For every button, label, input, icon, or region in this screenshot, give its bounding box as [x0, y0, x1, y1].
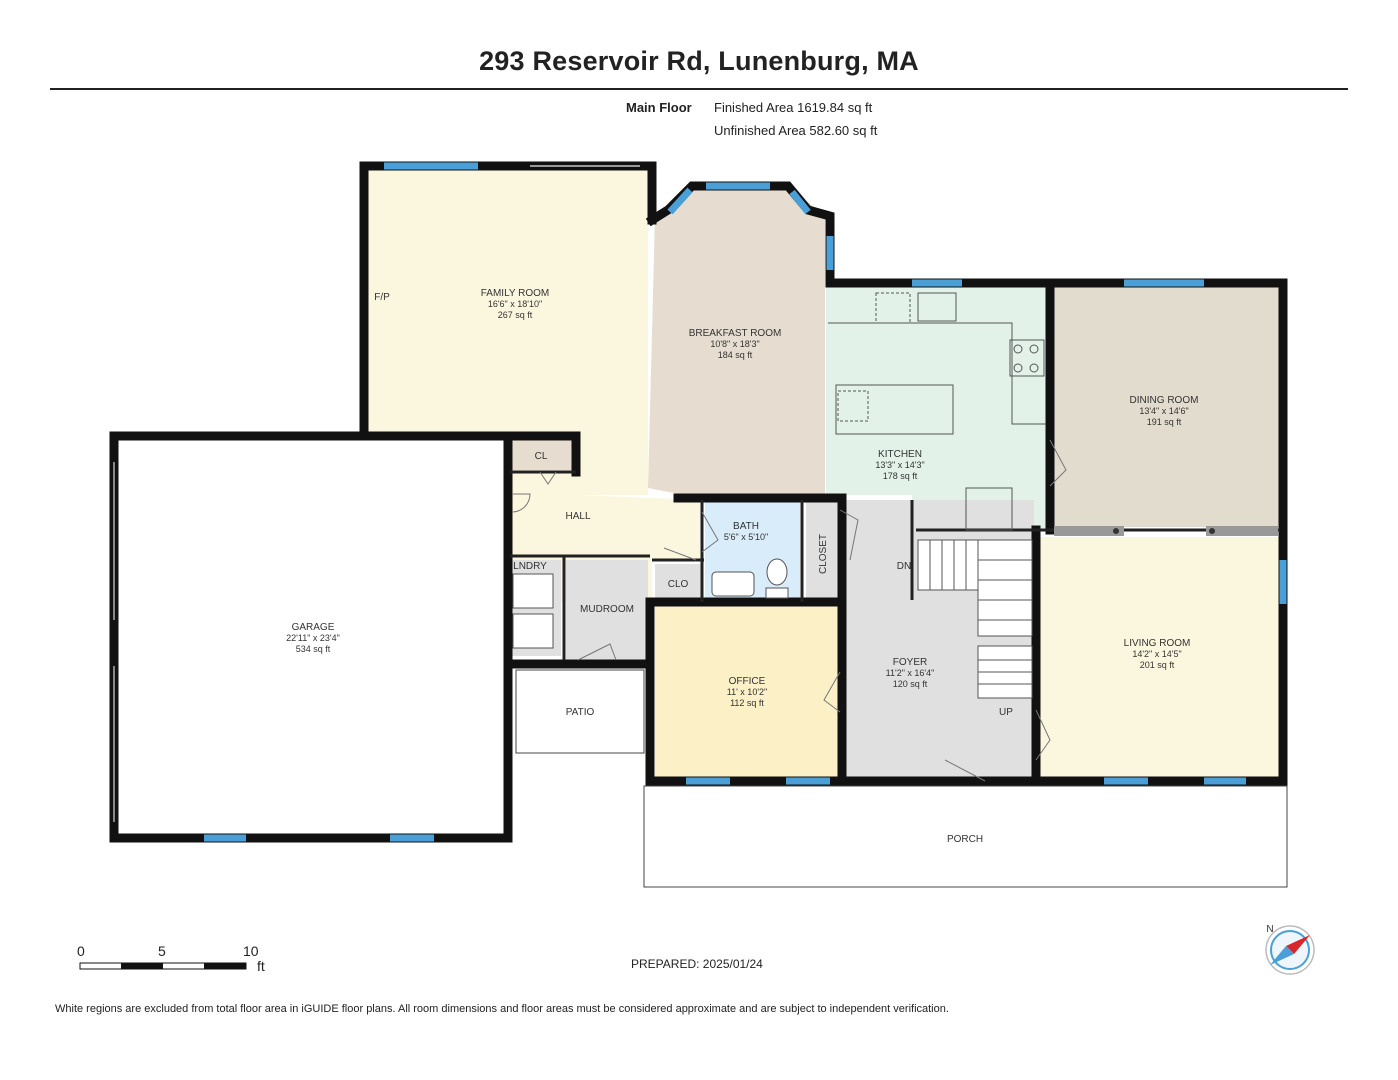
- bath-label: BATH 5'6" x 5'10": [724, 521, 768, 542]
- closet-fill: [806, 500, 840, 602]
- title-rule: [50, 88, 1348, 90]
- svg-text:FOYER: FOYER: [893, 657, 927, 668]
- north-compass-icon: N: [1265, 924, 1315, 975]
- laundry-label: LNDRY: [513, 561, 547, 572]
- kitchen-fixtures: [828, 292, 1046, 531]
- windows: [204, 162, 1287, 842]
- svg-text:184 sq ft: 184 sq ft: [718, 350, 753, 360]
- scale-unit: ft: [257, 958, 265, 974]
- porch-outline: [643, 785, 1288, 888]
- svg-text:11' x 10'2": 11' x 10'2": [727, 687, 768, 697]
- page-title: 293 Reservoir Rd, Lunenburg, MA: [479, 46, 919, 76]
- bath-fixtures: [711, 558, 789, 599]
- svg-text:10'8" x 18'3": 10'8" x 18'3": [710, 339, 759, 349]
- svg-text:11'2" x 16'4": 11'2" x 16'4": [886, 668, 935, 678]
- scale-label-10: 10: [243, 943, 259, 959]
- cl-label: CL: [535, 451, 548, 462]
- svg-text:OFFICE: OFFICE: [729, 676, 766, 687]
- svg-text:GARAGE: GARAGE: [292, 622, 335, 633]
- patio-outline: [515, 669, 645, 754]
- svg-text:LIVING ROOM: LIVING ROOM: [1124, 638, 1191, 649]
- svg-text:22'11" x 23'4": 22'11" x 23'4": [286, 633, 340, 643]
- svg-text:DINING ROOM: DINING ROOM: [1130, 395, 1199, 406]
- svg-text:N: N: [1266, 924, 1273, 935]
- svg-text:16'6" x 18'10": 16'6" x 18'10": [488, 299, 542, 309]
- hall-label: HALL: [565, 511, 590, 522]
- door-swings: [511, 439, 1067, 782]
- fireplace-label: F/P: [374, 292, 390, 303]
- divider-posts: [1054, 526, 1278, 536]
- scale-label-0: 0: [77, 943, 85, 959]
- finished-area: Finished Area 1619.84 sq ft: [714, 100, 873, 115]
- svg-text:201 sq ft: 201 sq ft: [1140, 660, 1175, 670]
- prepared-date: PREPARED: 2025/01/24: [631, 957, 763, 971]
- dining-room-label: DINING ROOM 13'4" x 14'6" 191 sq ft: [1130, 395, 1199, 427]
- stairs: [917, 539, 1033, 699]
- patio-label: PATIO: [566, 707, 595, 718]
- breakfast-room-fill: [648, 185, 825, 498]
- disclaimer: White regions are excluded from total fl…: [55, 1003, 949, 1015]
- unfinished-area: Unfinished Area 582.60 sq ft: [714, 123, 878, 138]
- mudroom-label: MUDROOM: [580, 604, 634, 615]
- family-room-fill: [368, 170, 648, 495]
- cl-fill: [512, 440, 572, 470]
- porch-label: PORCH: [947, 834, 983, 845]
- svg-text:120 sq ft: 120 sq ft: [893, 679, 928, 689]
- svg-text:KITCHEN: KITCHEN: [878, 449, 922, 460]
- office-fill: [655, 606, 840, 777]
- family-room-label: FAMILY ROOM 16'6" x 18'10" 267 sq ft: [481, 288, 550, 320]
- scale-bar: [79, 962, 247, 970]
- svg-text:178 sq ft: 178 sq ft: [883, 471, 918, 481]
- svg-text:FAMILY ROOM: FAMILY ROOM: [481, 288, 550, 299]
- breakfast-room-label: BREAKFAST ROOM 10'8" x 18'3" 184 sq ft: [689, 328, 782, 360]
- svg-text:BREAKFAST ROOM: BREAKFAST ROOM: [689, 328, 782, 339]
- floor-label: Main Floor: [626, 100, 692, 115]
- svg-text:13'3" x 14'3": 13'3" x 14'3": [875, 460, 924, 470]
- living-room-fill: [1038, 537, 1279, 777]
- svg-text:5'6" x 5'10": 5'6" x 5'10": [724, 532, 768, 542]
- garage-label: GARAGE 22'11" x 23'4" 534 sq ft: [286, 622, 340, 654]
- kitchen-label: KITCHEN 13'3" x 14'3" 178 sq ft: [875, 449, 924, 481]
- stairs-up-label: UP: [999, 707, 1013, 718]
- clo-fill: [655, 564, 702, 602]
- svg-text:13'4" x 14'6": 13'4" x 14'6": [1139, 406, 1188, 416]
- living-room-label: LIVING ROOM 14'2" x 14'5" 201 sq ft: [1124, 638, 1191, 670]
- office-label: OFFICE 11' x 10'2" 112 sq ft: [727, 676, 768, 708]
- closet-label: CLOSET: [818, 534, 829, 574]
- svg-text:191 sq ft: 191 sq ft: [1147, 417, 1182, 427]
- scale-label-5: 5: [158, 943, 166, 959]
- svg-text:267 sq ft: 267 sq ft: [498, 310, 533, 320]
- svg-text:14'2" x 14'5": 14'2" x 14'5": [1132, 649, 1181, 659]
- svg-text:112 sq ft: 112 sq ft: [730, 698, 764, 708]
- svg-text:534 sq ft: 534 sq ft: [296, 644, 331, 654]
- laundry-fixtures: [512, 573, 554, 649]
- foyer-label: FOYER 11'2" x 16'4" 120 sq ft: [886, 657, 935, 689]
- kitchen-fill: [826, 287, 1047, 495]
- mudroom-fill: [566, 560, 648, 660]
- clo-label: CLO: [668, 579, 689, 590]
- stairs-down-label: DN: [897, 561, 911, 572]
- svg-text:BATH: BATH: [733, 521, 759, 532]
- dining-room-fill: [1051, 287, 1279, 527]
